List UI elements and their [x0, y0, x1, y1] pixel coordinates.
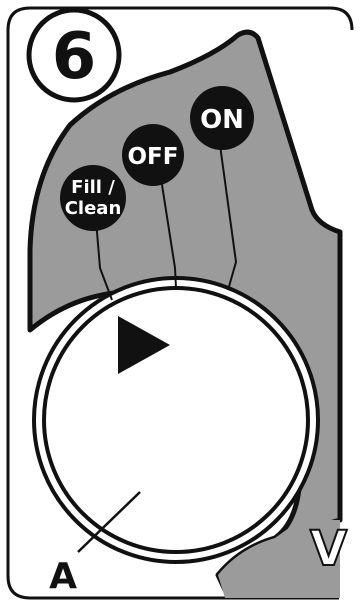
off-leader [159, 171, 177, 289]
fill-clean-leader [95, 219, 113, 301]
callout-leader [77, 491, 141, 553]
panel-frame [6, 6, 354, 600]
panel-edge [218, 520, 340, 598]
indicator-arrow [118, 316, 170, 374]
on-leader [219, 144, 238, 291]
on-badge [190, 86, 254, 150]
knob [42, 286, 310, 554]
off-label: OFF [128, 144, 179, 170]
fill-clean-label-line2: Clean [65, 198, 122, 219]
partial-letter: V [310, 521, 347, 577]
callout-letter: A [49, 556, 77, 597]
on-label: ON [200, 105, 244, 135]
fill-clean-badge [60, 165, 126, 231]
step-number: 6 [52, 20, 97, 94]
step-number-circle [26, 7, 122, 103]
off-badge [122, 124, 184, 186]
fill-clean-label-line1: Fill / [71, 177, 115, 198]
